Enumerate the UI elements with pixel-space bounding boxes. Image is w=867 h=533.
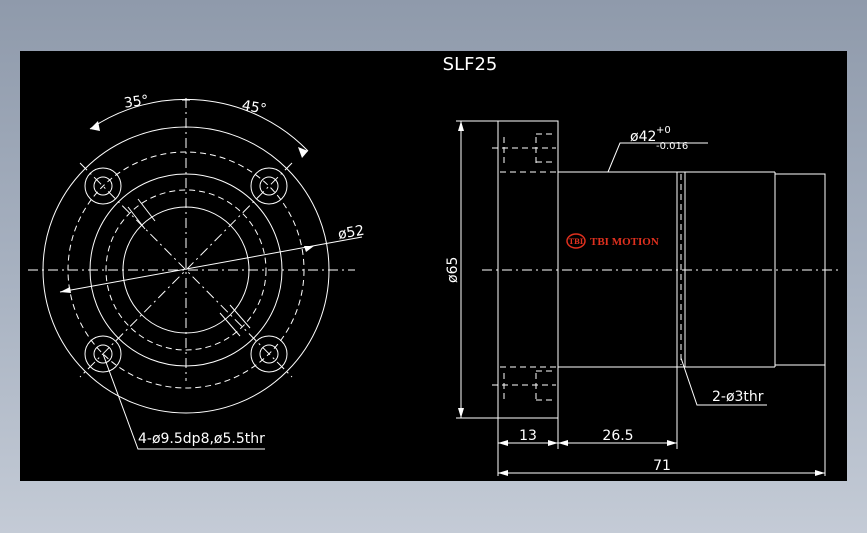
- oil-hole-marks: [127, 198, 251, 337]
- dim-flange-label: 13: [519, 428, 537, 444]
- dim-arrow-71-right: [815, 470, 825, 476]
- mounting-hole-bottom-right: [250, 335, 288, 373]
- pcd-arrow-right: [304, 246, 314, 252]
- drawing-title: SLF25: [443, 54, 498, 75]
- dim-arrow-bottom: [458, 408, 464, 418]
- dim-arrow-top: [458, 121, 464, 131]
- angle-right-label: 45°: [241, 98, 268, 118]
- holes-note-label: 4-ø9.5dp8,ø5.5thr: [138, 431, 265, 447]
- body-circle: [89, 173, 283, 367]
- oil-hole-label: 2-ø3thr: [712, 389, 764, 405]
- mounting-hole-top-left: [84, 167, 122, 205]
- flange-profile: [497, 120, 559, 419]
- shaft-tol-lower: -0.016: [656, 141, 688, 152]
- end-cap: [774, 173, 826, 366]
- dim-arrow-71-left: [498, 470, 508, 476]
- dim-arrow-265-right: [667, 440, 677, 446]
- flange-outer-circle: [42, 126, 330, 414]
- pcd-circle: [67, 151, 305, 389]
- front-view: 35° 45° ø52 4-ø9.5dp8,ø5.5thr: [28, 92, 366, 450]
- shaft-dia-label: ø42: [630, 129, 656, 145]
- side-view: ø65 ø42 +0 -0.016 2-ø3thr 13 26.5 71 TBI…: [445, 120, 840, 476]
- tbi-logo: TBI TBI MOTION: [566, 233, 659, 249]
- tbi-logo-badge-text: TBI: [569, 237, 583, 246]
- shaft-dia-leader: [607, 142, 708, 173]
- angle-left-label: 35°: [123, 92, 150, 111]
- oil-hole-leader: [680, 357, 767, 406]
- oil-groove: [676, 171, 686, 368]
- drawing-canvas: SLF25: [20, 51, 847, 481]
- mounting-hole-bottom-left: [84, 335, 122, 373]
- angle-dimension-arc: [89, 98, 309, 152]
- mounting-hole-top-right: [250, 167, 288, 205]
- shaft-tol-upper: +0: [656, 125, 671, 136]
- pcd-arrow-left: [60, 287, 71, 293]
- holes-note-leader: [102, 353, 265, 450]
- thread-circle: [105, 189, 267, 351]
- bore-circle: [122, 206, 250, 334]
- angle-arrow-right: [298, 147, 308, 158]
- counterbore-bottom: [492, 370, 556, 401]
- pcd-label: ø52: [337, 223, 366, 243]
- cad-drawing: SLF25: [28, 54, 840, 476]
- dim-total-label: 71: [653, 458, 671, 474]
- counterbore-top: [492, 133, 556, 163]
- angle-arrow-left: [90, 121, 100, 131]
- dim-arrow-13-left: [498, 440, 508, 446]
- tbi-logo-badge-icon: [566, 233, 586, 249]
- dim-arrow-13-right: [548, 440, 558, 446]
- dim-body-label: 26.5: [602, 428, 633, 444]
- dim-arrow-265-left: [558, 440, 568, 446]
- flange-dia-label: ø65: [445, 257, 461, 283]
- tbi-logo-text: TBI MOTION: [590, 236, 659, 248]
